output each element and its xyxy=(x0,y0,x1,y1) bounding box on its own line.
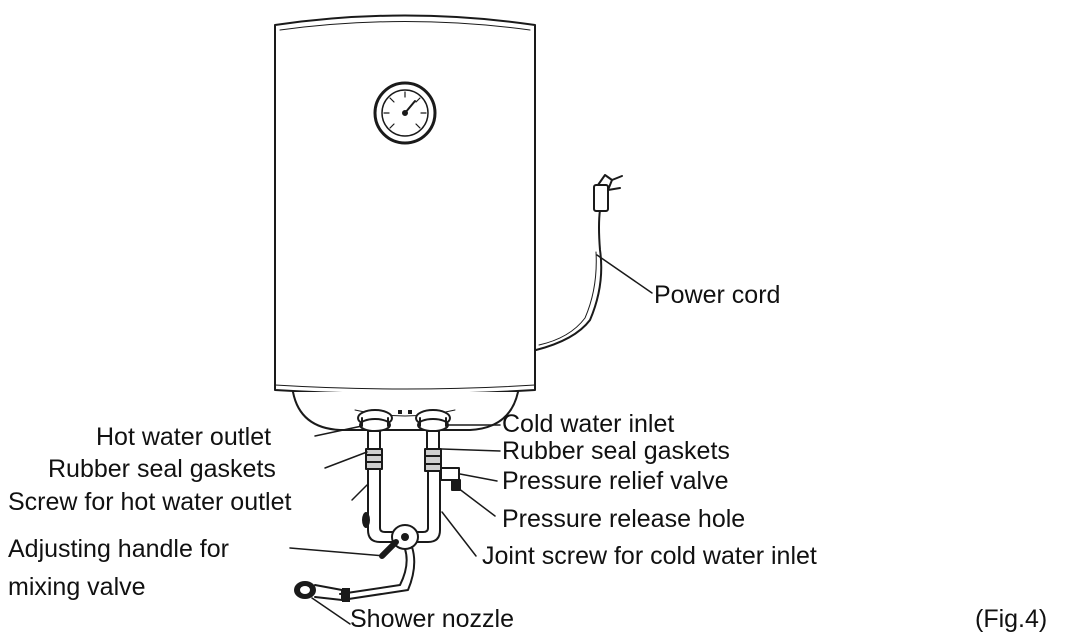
hot-water-pipe xyxy=(362,430,396,543)
leader-lines xyxy=(289,254,653,625)
leader-hot-water-outlet xyxy=(314,425,363,437)
shower-nozzle-icon xyxy=(294,581,350,602)
leader-screw-hot-outlet xyxy=(351,484,368,501)
label-cold-water-inlet: Cold water inlet xyxy=(502,410,675,438)
tank-body xyxy=(274,14,536,395)
label-adjusting-handle-line1: Adjusting handle for xyxy=(8,535,229,563)
label-pressure-release-hole: Pressure release hole xyxy=(502,505,746,533)
label-power-cord: Power cord xyxy=(654,281,781,309)
thermometer-gauge-icon xyxy=(373,81,437,145)
label-pressure-relief-valve: Pressure relief valve xyxy=(502,467,729,495)
figure-caption: (Fig.4) xyxy=(975,605,1048,633)
cold-water-inlet-fitting xyxy=(415,409,451,432)
leader-pressure-relief-valve xyxy=(459,473,498,482)
label-shower-nozzle: Shower nozzle xyxy=(350,605,514,633)
cold-water-pipe xyxy=(414,430,461,543)
label-rubber-seal-gaskets-left: Rubber seal gaskets xyxy=(48,455,276,483)
leader-rubber-gaskets-right xyxy=(441,448,501,452)
leader-joint-screw-cold xyxy=(441,511,477,557)
label-joint-screw-cold-water-inlet: Joint screw for cold water inlet xyxy=(482,542,817,570)
leader-rubber-gaskets-left xyxy=(324,451,368,469)
leader-shower-nozzle xyxy=(311,597,351,625)
label-screw-hot-water-outlet: Screw for hot water outlet xyxy=(8,488,292,516)
leader-power-cord xyxy=(596,254,653,294)
mixing-valve xyxy=(339,524,419,601)
tank-bottom-cap xyxy=(292,391,519,431)
label-hot-water-outlet: Hot water outlet xyxy=(96,423,272,451)
hot-water-outlet-fitting xyxy=(357,409,393,432)
label-adjusting-handle-line2: mixing valve xyxy=(8,573,146,601)
leader-adjusting-handle xyxy=(289,547,386,557)
power-cord-icon xyxy=(535,174,623,351)
label-rubber-seal-gaskets-right: Rubber seal gaskets xyxy=(502,437,730,465)
leader-pressure-release-hole xyxy=(457,487,496,517)
